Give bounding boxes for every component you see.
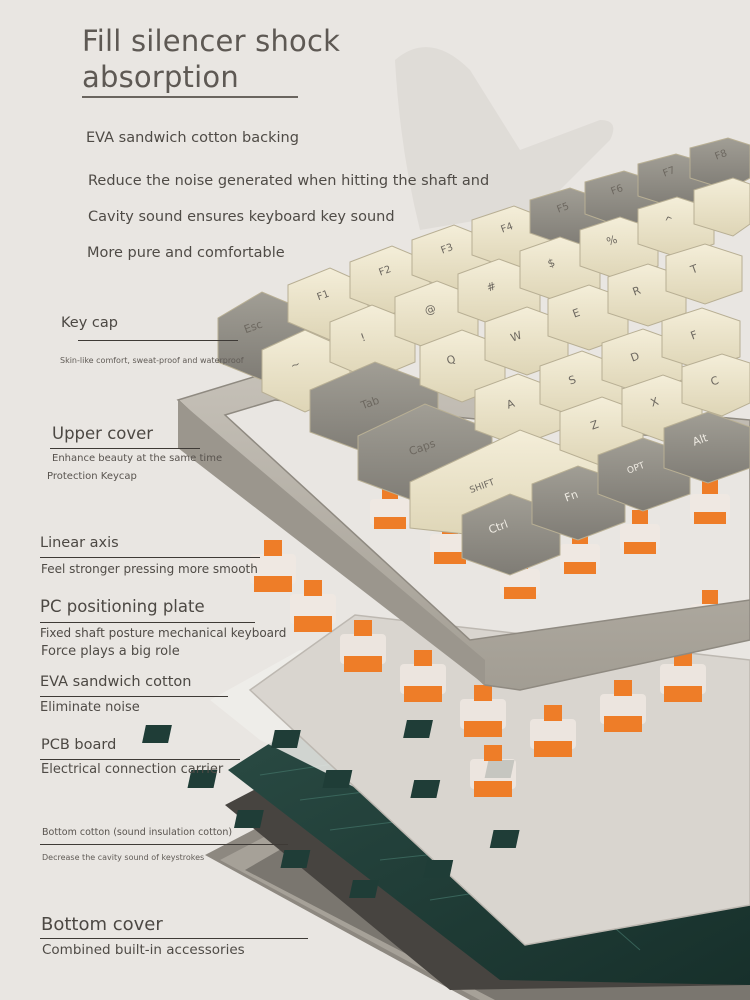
pc-plate-rule [40, 622, 255, 623]
keycaps [217, 137, 750, 576]
linear-axis-label: Linear axis [40, 535, 119, 551]
key-f5: F5 [556, 201, 571, 215]
upper-cover-desc2: Protection Keycap [47, 471, 137, 482]
key-legends: Esc F1 F2 F3 F4 F5 F6 F7 F8 ~ ! @ # $ % … [242, 148, 729, 536]
key-one: ! [359, 331, 368, 345]
title-underline [82, 96, 298, 98]
eva-cotton-rule [40, 696, 228, 697]
pc-plate-desc1: Fixed shaft posture mechanical keyboard [40, 626, 287, 640]
key-f4: F4 [500, 221, 515, 235]
upper-cover-rule [50, 448, 200, 449]
key-f2: F2 [378, 264, 393, 278]
pcb-desc: Electrical connection carrier [41, 762, 224, 777]
linear-axis-desc: Feel stronger pressing more smooth [41, 562, 258, 576]
upper-cover-desc1: Enhance beauty at the same time [52, 453, 223, 464]
upper-cover-label: Upper cover [52, 424, 154, 443]
bottom-cover-rule [40, 938, 308, 939]
key-grave: ~ [289, 357, 302, 372]
key-z: Z [589, 418, 601, 433]
pcb-rule [40, 759, 240, 760]
key-esc: Esc [242, 318, 264, 337]
key-x: X [649, 395, 661, 410]
switches [250, 480, 730, 797]
key-a: A [505, 397, 517, 412]
pcb-label: PCB board [41, 737, 117, 753]
key-f7: F7 [662, 165, 677, 179]
key-fn: Fn [563, 488, 580, 505]
key-alt: Alt [691, 431, 710, 449]
key-f3: F3 [440, 242, 455, 256]
bottom-cotton-rule [40, 844, 288, 845]
key-caret: ^ [663, 213, 676, 228]
pc-plate-label: PC positioning plate [40, 597, 205, 616]
linear-axis-rule [40, 557, 260, 558]
eva-cotton-desc: Eliminate noise [40, 700, 140, 715]
key-s: S [567, 373, 578, 388]
bottom-cover-desc: Combined built-in accessories [42, 942, 245, 958]
key-f: F [689, 328, 699, 342]
key-ctrl: Ctrl [487, 518, 510, 537]
key-t: T [688, 262, 700, 277]
key-tab: Tab [358, 394, 381, 413]
key-e: E [571, 306, 582, 321]
intro-line-3: Cavity sound ensures keyboard key sound [88, 209, 395, 225]
key-f6: F6 [610, 183, 625, 197]
bottom-cotton-desc: Decrease the cavity sound of keystrokes [42, 853, 205, 862]
intro-line-2: Reduce the noise generated when hitting … [88, 173, 490, 189]
key-c: C [709, 374, 721, 389]
keycap-label: Key cap [61, 315, 118, 331]
page-title-line1: Fill silencer shock [82, 24, 341, 58]
intro-line-4: More pure and comfortable [87, 245, 285, 261]
background-silhouette [395, 47, 614, 231]
eva-cotton-label: EVA sandwich cotton [40, 674, 192, 690]
keycap-rule [78, 340, 238, 341]
key-percent: % [605, 233, 619, 249]
bottom-cover-label: Bottom cover [41, 914, 163, 935]
keycap-desc: Skin-like comfort, sweat-proof and water… [60, 356, 244, 365]
intro-line-1: EVA sandwich cotton backing [86, 130, 299, 146]
pc-plate-desc2: Force plays a big role [41, 644, 180, 659]
key-d: D [629, 349, 641, 364]
key-dollar: $ [546, 256, 557, 271]
key-w: W [509, 329, 524, 345]
key-hash: # [485, 279, 498, 294]
key-f1: F1 [316, 289, 331, 303]
page-title-line2: absorption [82, 60, 239, 94]
key-f8: F8 [714, 148, 729, 162]
key-at: @ [423, 302, 438, 318]
key-r: R [631, 284, 643, 299]
bottom-cotton-label: Bottom cotton (sound insulation cotton) [42, 827, 233, 838]
